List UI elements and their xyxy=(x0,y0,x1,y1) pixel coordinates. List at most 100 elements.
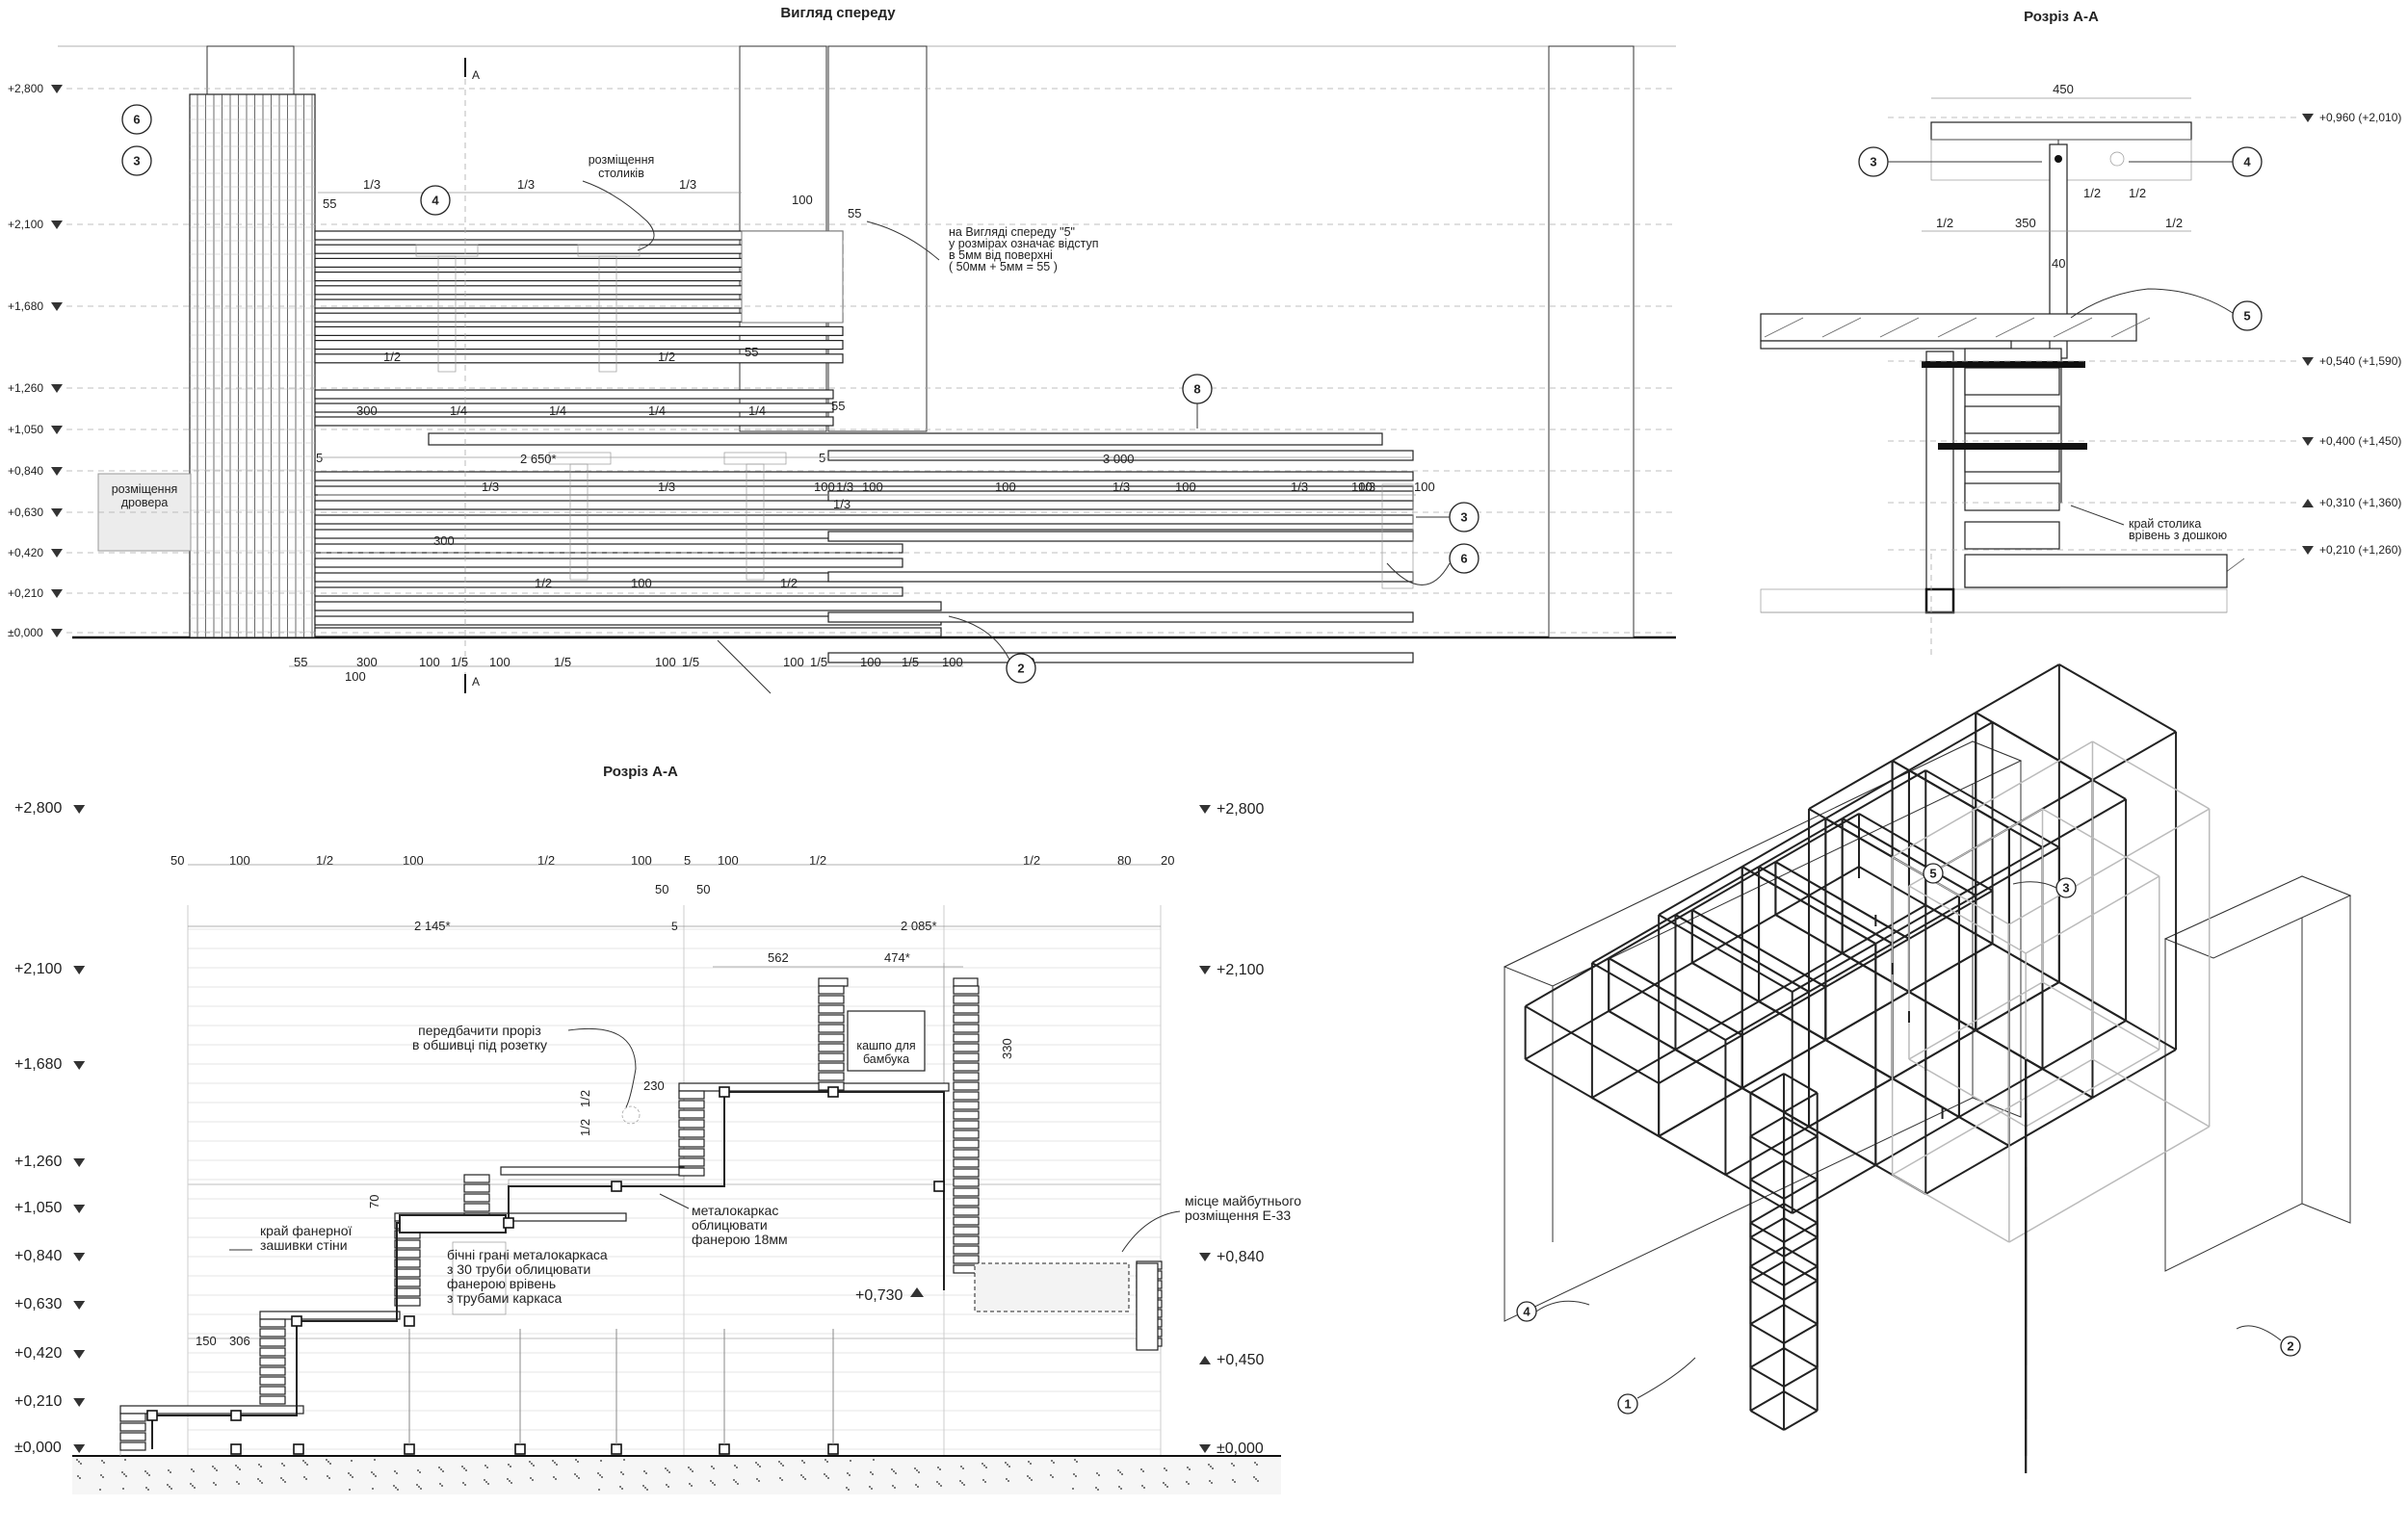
svg-text:+0,210: +0,210 xyxy=(14,1393,62,1410)
svg-text:+1,050: +1,050 xyxy=(14,1200,62,1216)
svg-text:+1,680: +1,680 xyxy=(14,1056,62,1073)
svg-text:+1,260: +1,260 xyxy=(14,1154,62,1170)
svg-text:6: 6 xyxy=(133,113,140,127)
bottom-level-l-3: +1,260 xyxy=(14,1154,86,1170)
svg-text:1: 1 xyxy=(1624,1397,1631,1412)
bdim-230: 230 xyxy=(643,1078,665,1093)
dim-bottom-5: 1/5 xyxy=(554,655,571,669)
svg-text:+2,100: +2,100 xyxy=(1217,962,1264,978)
dim-bottom-8: 100 xyxy=(783,655,804,669)
dim-mid-100-2: 100 xyxy=(995,480,1016,494)
bottom-level-r-1: +2,100 xyxy=(1199,962,1264,978)
front-dims: 1/3 1/3 1/3 55 100 55 55 55 1/2 1/2 300 … xyxy=(289,177,1435,684)
dim-mid-third-3: 1/3 xyxy=(1112,480,1130,494)
bottom-level-l-8: +0,210 xyxy=(14,1393,86,1410)
svg-text:+2,800: +2,800 xyxy=(1217,801,1264,818)
front-level-0: +2,800 xyxy=(8,82,1676,95)
top-half-3: 1/2 xyxy=(2083,186,2101,200)
dim-bottom-11: 1/5 xyxy=(902,655,919,669)
bdim-70: 70 xyxy=(367,1195,381,1208)
bdim-2145: 2 145* xyxy=(414,919,451,933)
marker-iso-2: 2 xyxy=(2280,1336,2301,1357)
section-bottom-title: Розріз А-А xyxy=(603,764,678,780)
svg-text:+0,210: +0,210 xyxy=(8,586,43,600)
table-top xyxy=(1930,121,2192,141)
bdim-top-0: 50 xyxy=(170,853,184,868)
marker-front-3a: 3 xyxy=(121,145,152,176)
dim-q-300: 300 xyxy=(356,403,378,418)
section-top-title: Розріз А-А xyxy=(2024,9,2099,25)
dim-mid-100-4: 100 xyxy=(1351,480,1373,494)
bdim-5: 5 xyxy=(671,920,678,933)
dim-55-d: 55 xyxy=(831,399,845,413)
offset-note: на Вигляді спереду "5"у розмірах означає… xyxy=(949,225,1099,273)
bdim-562: 562 xyxy=(768,950,789,965)
svg-text:+2,800: +2,800 xyxy=(14,800,62,817)
svg-text:3: 3 xyxy=(1460,510,1467,525)
front-table-indicators xyxy=(415,244,787,581)
dim-third-1: 1/3 xyxy=(363,177,380,192)
bottom-level-l-5: +0,840 xyxy=(14,1248,86,1264)
dim-55-a: 55 xyxy=(323,196,336,211)
dim-100-end: 100 xyxy=(1414,480,1435,494)
front-pillar-right xyxy=(1548,45,1635,638)
svg-text:+0,210 (+1,260): +0,210 (+1,260) xyxy=(2319,543,2401,557)
bdim-top-7: 100 xyxy=(718,853,739,868)
svg-text:3: 3 xyxy=(133,154,140,169)
svg-text:+0,400 (+1,450): +0,400 (+1,450) xyxy=(2319,434,2401,448)
top-half-4: 1/2 xyxy=(2129,186,2146,200)
bdim-top-11: 20 xyxy=(1161,853,1174,868)
dim-bottom-12: 100 xyxy=(942,655,963,669)
dim-lower-100: 100 xyxy=(631,576,652,590)
bottom-level-r-0: +2,800 xyxy=(1199,801,1264,818)
ground-hatch xyxy=(72,1456,1281,1494)
marker-iso-4: 4 xyxy=(1516,1301,1537,1322)
dim-lower-300: 300 xyxy=(433,533,455,548)
svg-text:6: 6 xyxy=(1460,552,1467,566)
dim-bottom-4: 100 xyxy=(489,655,510,669)
dim-q-3: 1/4 xyxy=(648,403,666,418)
marker-iso-5: 5 xyxy=(1923,863,1944,884)
front-level-2: +1,680 xyxy=(8,299,1676,313)
svg-text:+2,100: +2,100 xyxy=(14,961,62,977)
bdim-top-4: 1/2 xyxy=(537,853,555,868)
bdim-474: 474* xyxy=(884,950,910,965)
marker-top-4: 4 xyxy=(2232,146,2263,177)
bottom-level-l-0: +2,800 xyxy=(14,800,86,817)
marker-front-8: 8 xyxy=(1182,374,1213,404)
marker-front-2: 2 xyxy=(1006,653,1036,684)
dim-lower-half2: 1/2 xyxy=(780,576,798,590)
bottom-level-r-2: +0,840 xyxy=(1199,1249,1264,1265)
dim-bottom-0: 55 xyxy=(294,655,307,669)
bdim-top-2: 1/2 xyxy=(316,853,333,868)
front-level-6: +0,630 xyxy=(8,506,1676,519)
dim-mid-third-2: 1/3 xyxy=(836,480,853,494)
svg-text:+0,450: +0,450 xyxy=(1217,1352,1264,1368)
front-brick-column xyxy=(189,93,316,638)
dim-mid-third-0: 1/3 xyxy=(482,480,499,494)
dim-1-3-small: 1/3 xyxy=(833,497,851,511)
section-top-bench xyxy=(1760,313,2137,342)
svg-text:+0,540 (+1,590): +0,540 (+1,590) xyxy=(2319,354,2401,368)
marker-front-4: 4 xyxy=(420,185,451,216)
dim-mid-third-1: 1/3 xyxy=(658,480,675,494)
dim-bottom-3: 1/5 xyxy=(451,655,468,669)
front-planks xyxy=(314,230,1414,663)
front-level-9: ±0,000 xyxy=(8,626,1676,639)
dim-5-b: 5 xyxy=(819,451,825,465)
dim-bottom-9: 1/5 xyxy=(810,655,827,669)
bdim-top-8: 1/2 xyxy=(809,853,826,868)
svg-text:4: 4 xyxy=(432,194,439,208)
dim-mid-100-1: 100 xyxy=(862,480,883,494)
dim-lower-half1: 1/2 xyxy=(535,576,552,590)
svg-text:4: 4 xyxy=(1523,1305,1531,1319)
svg-text:5: 5 xyxy=(1929,867,1936,881)
section-mark-bottom: А xyxy=(472,675,480,688)
dim-mid-100-0: 100 xyxy=(814,480,835,494)
